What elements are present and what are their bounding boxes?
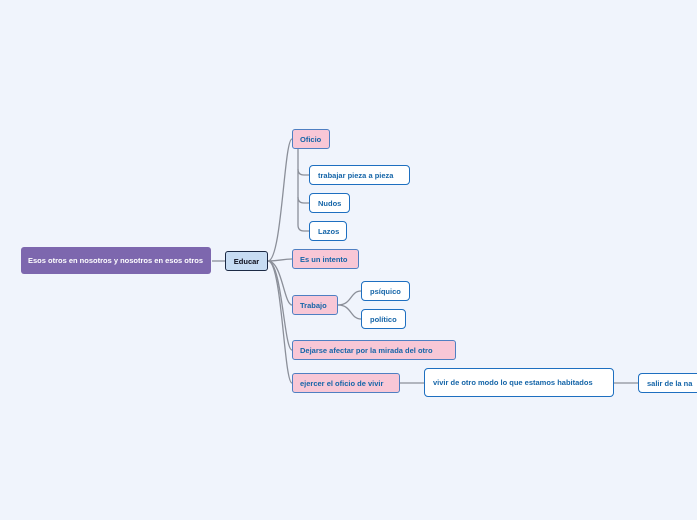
topic-intento-label: Es un intento	[300, 254, 348, 264]
subtopic-salir[interactable]: salir de la na	[638, 373, 697, 393]
topic-trabajo[interactable]: Trabajo	[292, 295, 338, 315]
connector-oficio-spine	[297, 149, 309, 232]
topic-trabajo-label: Trabajo	[300, 300, 327, 310]
subtopic-politico-label: político	[370, 314, 397, 324]
topic-ejercer-label: ejercer el oficio de vivir	[300, 378, 384, 388]
subtopic-vivir[interactable]: vivir de otro modo lo que estamos habita…	[424, 368, 614, 397]
topic-oficio[interactable]: Oficio	[292, 129, 330, 149]
root-topic[interactable]: Esos otros en nosotros y nosotros en eso…	[21, 247, 211, 274]
central-topic[interactable]: Educar	[225, 251, 268, 271]
subtopic-psiquico-label: psíquico	[370, 286, 401, 296]
connector-central-oficio	[267, 138, 293, 262]
topic-oficio-label: Oficio	[300, 134, 322, 144]
connector-central-ejercer	[267, 260, 293, 384]
topic-mirada[interactable]: Dejarse afectar por la mirada del otro	[292, 340, 456, 360]
subtopic-politico[interactable]: político	[361, 309, 406, 329]
topic-intento[interactable]: Es un intento	[292, 249, 359, 269]
root-topic-label: Esos otros en nosotros y nosotros en eso…	[28, 256, 204, 265]
subtopic-psiquico[interactable]: psíquico	[361, 281, 410, 301]
connector-oficio-nudos	[297, 196, 309, 204]
subtopic-vivir-label: vivir de otro modo lo que estamos habita…	[433, 378, 593, 387]
subtopic-pieza[interactable]: trabajar pieza a pieza	[309, 165, 410, 185]
connector-oficio-pieza	[297, 168, 309, 176]
subtopic-salir-label: salir de la na	[647, 378, 693, 388]
subtopic-nudos-label: Nudos	[318, 198, 342, 208]
connector-central-intento	[267, 258, 293, 262]
subtopic-lazos[interactable]: Lazos	[309, 221, 347, 241]
topic-ejercer[interactable]: ejercer el oficio de vivir	[292, 373, 400, 393]
topic-mirada-label: Dejarse afectar por la mirada del otro	[300, 345, 433, 355]
subtopic-lazos-label: Lazos	[318, 226, 340, 236]
subtopic-nudos[interactable]: Nudos	[309, 193, 350, 213]
connector-trabajo-psiquico	[337, 290, 362, 306]
subtopic-pieza-label: trabajar pieza a pieza	[318, 170, 394, 180]
connector-trabajo-politico	[337, 304, 362, 320]
central-topic-label: Educar	[233, 256, 260, 266]
